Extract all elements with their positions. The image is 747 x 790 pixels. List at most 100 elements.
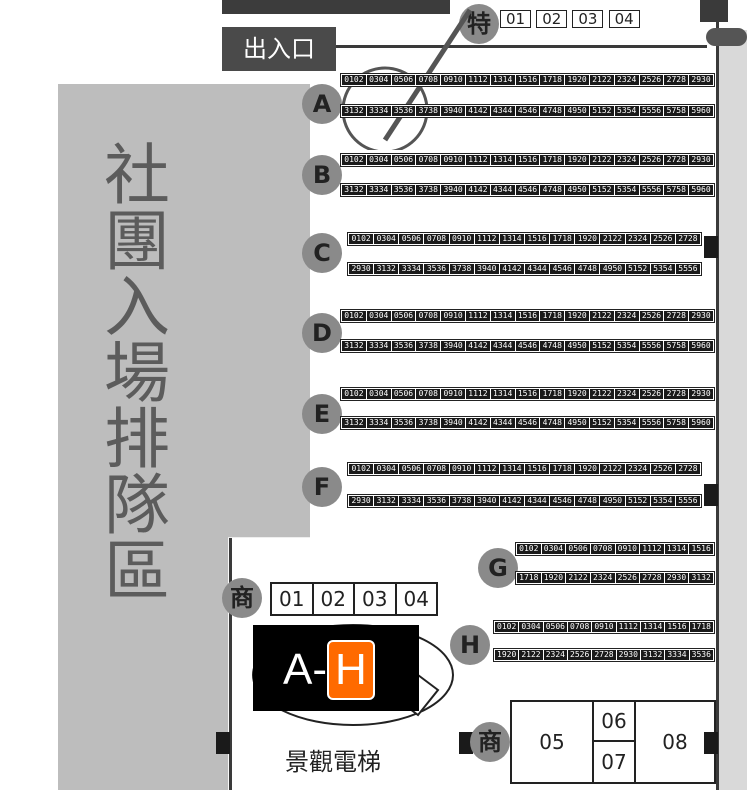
special-seat[interactable]: 02 bbox=[536, 10, 568, 28]
seat-pair[interactable]: 4142 bbox=[499, 264, 524, 274]
seat-pair[interactable]: 5152 bbox=[589, 341, 614, 351]
booth-cell[interactable]: 04 bbox=[403, 587, 429, 611]
seat-pair[interactable]: 2526 bbox=[639, 155, 664, 165]
seat-pair[interactable]: 5152 bbox=[589, 418, 614, 428]
seat-pair[interactable]: 4950 bbox=[565, 418, 589, 428]
seat-pair[interactable]: 0910 bbox=[449, 234, 474, 244]
seat-pair[interactable]: 5758 bbox=[664, 106, 689, 116]
seat-pair[interactable]: 3536 bbox=[391, 418, 416, 428]
seat-pair[interactable]: 1920 bbox=[541, 573, 566, 583]
seat-pair[interactable]: 1112 bbox=[474, 234, 499, 244]
seat-pair[interactable]: 0506 bbox=[399, 234, 424, 244]
seat-pair[interactable]: 0910 bbox=[441, 75, 465, 85]
seat-pair[interactable]: 5556 bbox=[675, 496, 700, 506]
seat-pair[interactable]: 0506 bbox=[566, 544, 590, 554]
seat-pair[interactable]: 4950 bbox=[600, 496, 625, 506]
seat-pair[interactable]: 3132 bbox=[342, 418, 366, 428]
seat-pair[interactable]: 4344 bbox=[490, 341, 515, 351]
seat-pair[interactable]: 1718 bbox=[550, 464, 575, 474]
seat-pair[interactable]: 3132 bbox=[342, 341, 366, 351]
seat-pair[interactable]: 2930 bbox=[349, 264, 374, 274]
seat-pair[interactable]: 5354 bbox=[614, 106, 639, 116]
seat-pair[interactable]: 2930 bbox=[689, 389, 713, 399]
seat-pair[interactable]: 1516 bbox=[524, 234, 550, 244]
seat-pair[interactable]: 2728 bbox=[664, 311, 689, 321]
seat-pair[interactable]: 1718 bbox=[540, 155, 565, 165]
seat-pair[interactable]: 0910 bbox=[615, 544, 640, 554]
seat-pair[interactable]: 1516 bbox=[515, 389, 540, 399]
seat-pair[interactable]: 2930 bbox=[616, 650, 640, 660]
seat-pair[interactable]: 5556 bbox=[639, 418, 664, 428]
seat-pair[interactable]: 3536 bbox=[391, 185, 416, 195]
seat-pair[interactable]: 1718 bbox=[689, 622, 713, 632]
seat-pair[interactable]: 1314 bbox=[490, 311, 515, 321]
booth-cell[interactable]: 08 bbox=[662, 730, 688, 754]
special-seat[interactable]: 01 bbox=[500, 10, 532, 28]
seat-pair[interactable]: 1516 bbox=[665, 622, 689, 632]
seat-pair[interactable]: 0304 bbox=[366, 389, 391, 399]
seat-pair[interactable]: 4546 bbox=[515, 185, 540, 195]
seat-pair[interactable]: 4748 bbox=[540, 341, 565, 351]
seat-pair[interactable]: 2728 bbox=[675, 234, 700, 244]
seat-pair[interactable]: 4748 bbox=[540, 185, 565, 195]
seat-pair[interactable]: 1718 bbox=[540, 75, 565, 85]
seat-pair[interactable]: 1314 bbox=[499, 464, 524, 474]
seat-pair[interactable]: 2728 bbox=[592, 650, 616, 660]
seat-pair[interactable]: 1314 bbox=[499, 234, 524, 244]
seat-pair[interactable]: 2122 bbox=[566, 573, 590, 583]
seat-pair[interactable]: 3940 bbox=[441, 341, 465, 351]
seat-pair[interactable]: 3738 bbox=[449, 496, 474, 506]
seat-pair[interactable]: 2324 bbox=[625, 234, 650, 244]
seat-pair[interactable]: 0910 bbox=[441, 155, 465, 165]
seat-pair[interactable]: 5960 bbox=[689, 418, 713, 428]
seat-pair[interactable]: 0304 bbox=[366, 75, 391, 85]
seat-pair[interactable]: 1112 bbox=[640, 544, 664, 554]
seat-pair[interactable]: 3940 bbox=[441, 106, 465, 116]
seat-pair[interactable]: 4344 bbox=[490, 106, 515, 116]
seat-pair[interactable]: 0506 bbox=[399, 464, 424, 474]
seat-pair[interactable]: 0304 bbox=[374, 464, 399, 474]
seat-pair[interactable]: 2526 bbox=[639, 389, 664, 399]
seat-pair[interactable]: 3334 bbox=[366, 185, 391, 195]
seat-pair[interactable]: 1314 bbox=[640, 622, 665, 632]
seat-pair[interactable]: 2526 bbox=[650, 464, 675, 474]
seat-pair[interactable]: 3536 bbox=[424, 496, 449, 506]
seat-pair[interactable]: 3536 bbox=[391, 341, 416, 351]
seat-pair[interactable]: 3334 bbox=[366, 418, 391, 428]
seat-pair[interactable]: 3334 bbox=[366, 341, 391, 351]
seat-pair[interactable]: 4950 bbox=[565, 106, 589, 116]
seat-pair[interactable]: 2324 bbox=[543, 650, 567, 660]
seat-pair[interactable]: 1516 bbox=[515, 155, 540, 165]
seat-pair[interactable]: 0102 bbox=[517, 544, 541, 554]
seat-pair[interactable]: 2728 bbox=[664, 75, 689, 85]
seat-pair[interactable]: 3536 bbox=[424, 264, 449, 274]
seat-pair[interactable]: 2728 bbox=[664, 389, 689, 399]
seat-pair[interactable]: 1314 bbox=[664, 544, 689, 554]
seat-pair[interactable]: 0910 bbox=[441, 311, 465, 321]
seat-pair[interactable]: 2526 bbox=[639, 311, 664, 321]
seat-pair[interactable]: 5354 bbox=[650, 264, 675, 274]
booth-cell[interactable]: 06 bbox=[594, 702, 636, 742]
seat-pair[interactable]: 2122 bbox=[600, 234, 625, 244]
seat-pair[interactable]: 5960 bbox=[689, 106, 713, 116]
special-seat[interactable]: 04 bbox=[608, 10, 640, 28]
seat-pair[interactable]: 0304 bbox=[541, 544, 566, 554]
seat-pair[interactable]: 3738 bbox=[449, 264, 474, 274]
seat-pair[interactable]: 4142 bbox=[465, 185, 490, 195]
seat-pair[interactable]: 4950 bbox=[565, 341, 589, 351]
seat-pair[interactable]: 2728 bbox=[675, 464, 700, 474]
seat-pair[interactable]: 2324 bbox=[614, 389, 639, 399]
seat-pair[interactable]: 0304 bbox=[366, 311, 391, 321]
seat-pair[interactable]: 5354 bbox=[650, 496, 675, 506]
seat-pair[interactable]: 4142 bbox=[465, 418, 490, 428]
seat-pair[interactable]: 1718 bbox=[540, 389, 565, 399]
seat-pair[interactable]: 4344 bbox=[524, 496, 550, 506]
seat-pair[interactable]: 0102 bbox=[342, 155, 366, 165]
seat-pair[interactable]: 2728 bbox=[640, 573, 664, 583]
seat-pair[interactable]: 3334 bbox=[665, 650, 689, 660]
seat-pair[interactable]: 4142 bbox=[465, 106, 490, 116]
seat-pair[interactable]: 5354 bbox=[614, 418, 639, 428]
seat-pair[interactable]: 0506 bbox=[391, 311, 416, 321]
seat-pair[interactable]: 4344 bbox=[490, 418, 515, 428]
seat-pair[interactable]: 5960 bbox=[689, 341, 713, 351]
